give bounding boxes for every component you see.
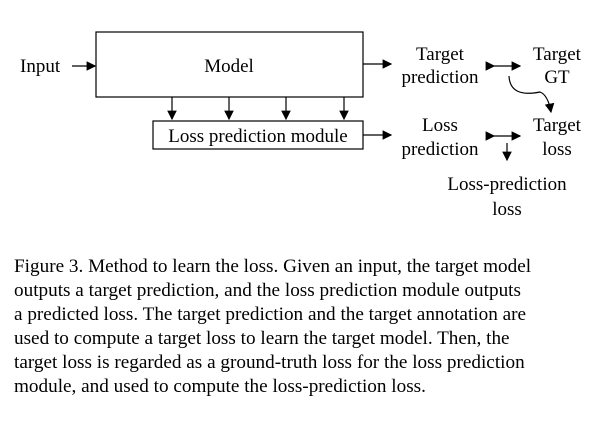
loss-prediction-line2: prediction — [401, 139, 479, 160]
loss-prediction-loss-line1: Loss-prediction — [447, 174, 567, 195]
caption-line: a predicted loss. The target prediction … — [14, 304, 527, 325]
model-label: Model — [204, 56, 254, 77]
target-gt-line2: GT — [544, 67, 570, 88]
caption-line: module, and used to compute the loss-pre… — [14, 376, 426, 397]
figure-caption: Figure 3. Method to learn the loss. Give… — [14, 255, 604, 399]
input-label: Input — [20, 56, 61, 77]
loss-module-label: Loss prediction module — [168, 126, 347, 147]
caption-line: used to compute a target loss to learn t… — [14, 328, 510, 349]
caption-line: Figure 3. Method to learn the loss. Give… — [14, 256, 532, 277]
target-loss-line1: Target — [533, 115, 582, 136]
target-loss-arrow — [508, 75, 555, 114]
caption-line: outputs a target prediction, and the los… — [14, 280, 521, 301]
method-diagram: Input Model Loss prediction module Targe… — [20, 31, 582, 220]
target-prediction-line2: prediction — [401, 67, 479, 88]
diagram-svg: Input Model Loss prediction module Targe… — [20, 31, 582, 220]
caption-line: target loss is regarded as a ground-trut… — [14, 352, 525, 373]
loss-prediction-loss-line2: loss — [492, 199, 522, 220]
target-loss-line2: loss — [542, 139, 572, 160]
loss-prediction-line1: Loss — [422, 115, 458, 136]
target-prediction-line1: Target — [416, 44, 465, 65]
target-gt-line1: Target — [533, 44, 582, 65]
